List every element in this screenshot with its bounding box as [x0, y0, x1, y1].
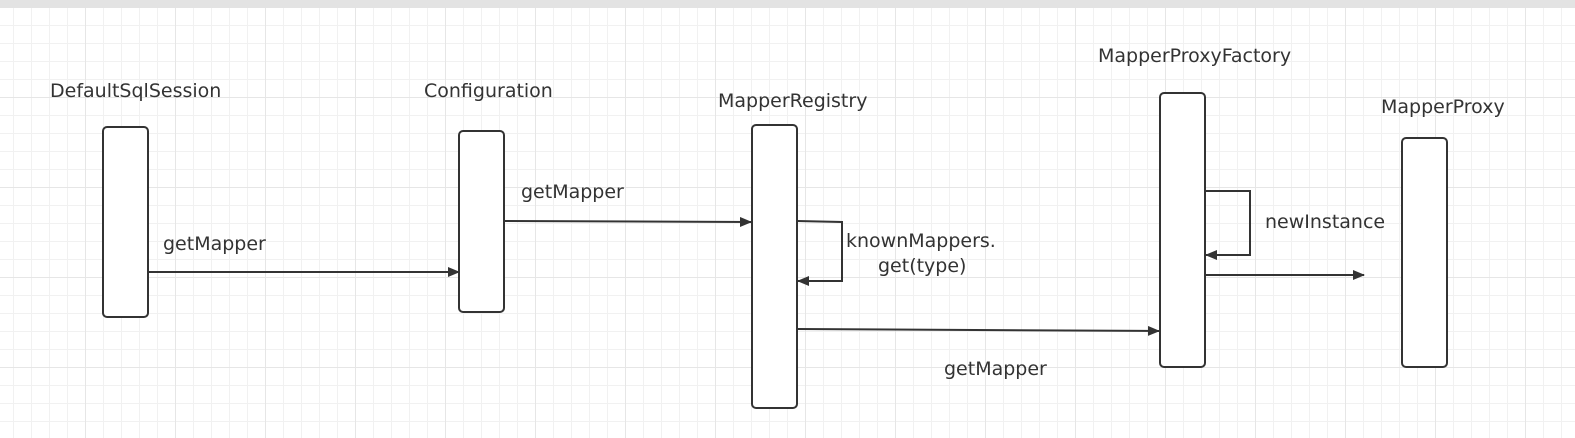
lifeline-defaultsqlsession[interactable] [102, 126, 149, 318]
participant-label-mapperproxy: MapperProxy [1381, 96, 1505, 118]
participant-label-configuration: Configuration [424, 80, 553, 102]
message-arrow-getmapper-3[interactable] [796, 325, 1160, 336]
message-arrow-knownmappers-get[interactable] [796, 220, 843, 286]
participant-label-defaultsqlsession: DefaultSqlSession [50, 80, 221, 102]
participant-label-mapperproxyfactory: MapperProxyFactory [1098, 45, 1291, 67]
message-label-getmapper-3: getMapper [944, 358, 1047, 380]
message-label-newinstance: newInstance [1265, 211, 1385, 233]
lifeline-configuration[interactable] [458, 130, 505, 313]
lifeline-mapperproxyfactory[interactable] [1159, 92, 1206, 368]
lifeline-mapperregistry[interactable] [751, 124, 798, 409]
message-label-knownmappers-line1: knownMappers. [846, 230, 996, 252]
message-label-knownmappers-line2: get(type) [878, 255, 966, 277]
message-label-getmapper-1: getMapper [163, 233, 266, 255]
participant-label-mapperregistry: MapperRegistry [718, 90, 867, 112]
message-arrow-newinstance[interactable] [1205, 190, 1251, 260]
message-label-getmapper-2: getMapper [521, 181, 624, 203]
lifeline-mapperproxy[interactable] [1401, 137, 1448, 368]
message-arrow-getmapper-2[interactable] [503, 216, 752, 227]
top-bar [0, 0, 1575, 8]
